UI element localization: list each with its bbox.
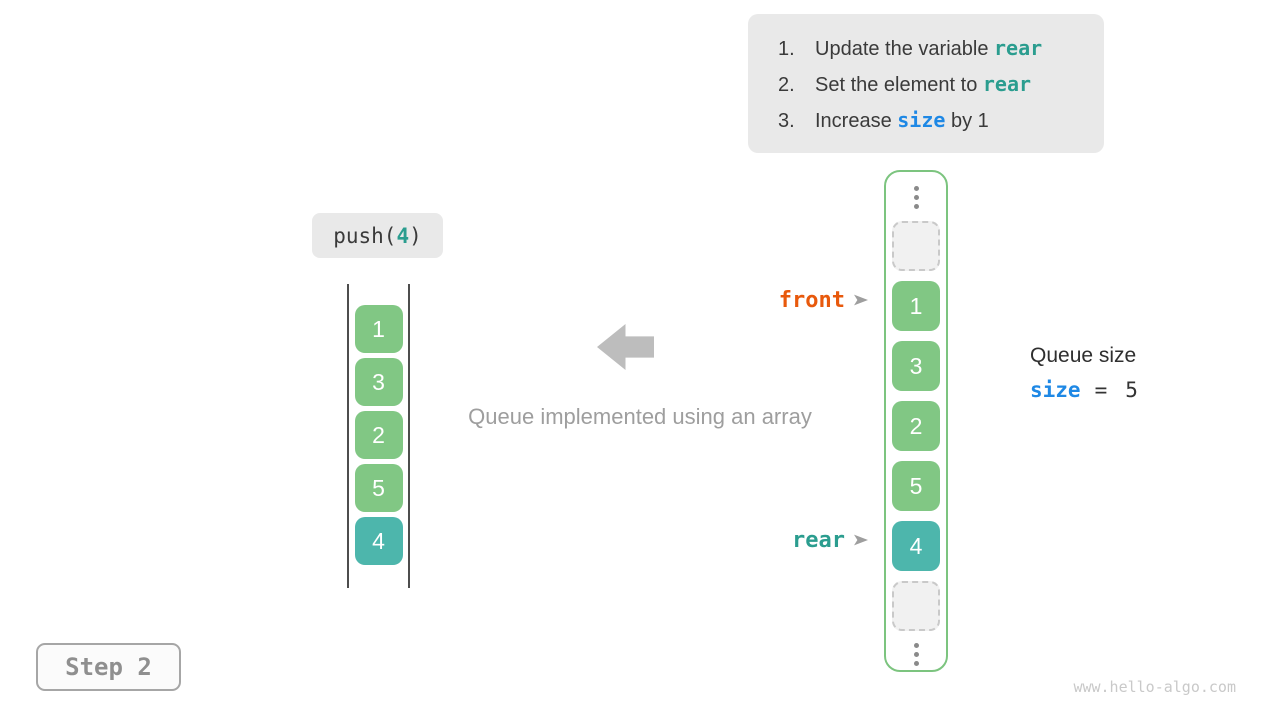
queue-cell: 2 [354,411,403,459]
queue-cell: 1 [354,305,403,353]
front-pointer-label: front [778,287,845,313]
step-text: Update the variable [815,38,995,60]
push-close-paren: ) [409,223,422,248]
rear-pointer-label: rear [792,527,845,553]
step-text: Increase [815,110,898,132]
step-item-1: 1. Update the variable rear [778,30,1104,66]
array-cell: 1 [892,281,940,331]
code-token-rear: rear [994,36,1043,60]
step-item-3: 3. Increase size by 1 [778,102,1104,138]
push-call-label: push(4) [312,213,443,258]
queue-cell-pushed: 4 [354,517,403,565]
step-item-2: 2. Set the element to rear [778,66,1104,102]
array-cell-empty [892,581,940,631]
code-token-size: size [897,108,946,132]
left-block-arrow-icon [597,324,654,370]
watermark: www.hello-algo.com [1073,678,1236,696]
queue-size-panel: Queue size size = 5 [1030,344,1138,402]
step-number: 1. [778,38,795,60]
queue-cell: 3 [354,358,403,406]
array-cell-empty [892,221,940,271]
queue-cell: 5 [354,464,403,512]
array-cell: 5 [892,461,940,511]
array-column: 1 3 2 5 4 [884,170,948,672]
code-token-rear: rear [982,72,1032,96]
front-pointer: front [779,286,868,314]
push-arg-value: 4 [396,223,410,248]
step-number: 2. [778,74,795,96]
rear-pointer-icon [854,534,868,546]
array-cell: 2 [892,401,940,451]
push-fn-text: push( [333,223,397,248]
size-value: 5 [1125,378,1138,402]
array-cell-rear: 4 [892,521,940,571]
front-pointer-icon [854,294,868,306]
queue-size-title: Queue size [1030,344,1137,367]
step-text: by 1 [945,110,989,132]
diagram-caption: Queue implemented using an array [468,404,812,429]
array-cell: 3 [892,341,940,391]
step-text: Set the element to [815,74,983,96]
queue-abstract-view: 1 3 2 5 4 [347,284,410,588]
size-variable: size [1030,378,1081,402]
step-badge: Step 2 [36,643,181,691]
ellipsis-dots-icon [913,184,919,211]
steps-panel: 1. Update the variable rear 2. Set the e… [748,14,1104,153]
equals-sign: = [1094,378,1108,402]
step-number: 3. [778,110,795,132]
queue-size-value-line: size = 5 [1030,378,1138,402]
ellipsis-dots-icon [913,641,919,668]
rear-pointer: rear [792,526,868,554]
